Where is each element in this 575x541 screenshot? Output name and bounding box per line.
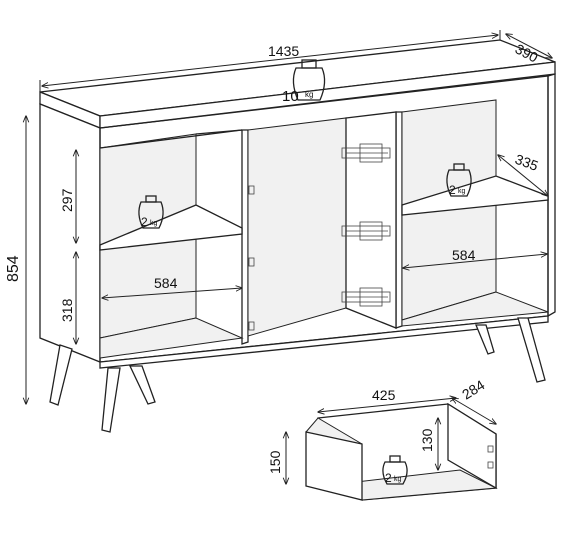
top-load-unit: kg [305,90,313,99]
drawer-depth-label: 284 [459,376,487,402]
left-bottom [99,317,244,359]
top-load-number: 10 [282,88,299,105]
hinges [248,143,391,331]
right-side-panel [547,73,556,318]
right-shelf-weight-icon: 2 kg [446,163,472,197]
depth-dimension-arrow-icon [506,34,552,58]
leg-mid [128,365,156,405]
drawer-front-panel [305,431,363,501]
middle-compartment-back [247,117,347,337]
leg-right-back [475,324,495,355]
middle-door [345,111,397,329]
upper-gap-label: 297 [59,188,75,212]
left-width-arrow-icon [102,288,242,298]
drawer-width-label: 425 [372,387,396,403]
legs [49,317,546,433]
right-width-label: 584 [452,247,476,263]
height-label: 854 [5,255,22,282]
right-shelf-load-number: 2 [449,183,456,197]
hinge-plate-icon [248,257,255,267]
leg-right-front [517,317,546,383]
drawer: 425 284 150 130 [267,376,498,501]
left-shelf-weight-icon: 2 kg [138,195,164,229]
drawer-inner-height-label: 130 [419,428,435,452]
divider-right [395,111,403,329]
left-compartment-top [99,129,243,149]
drawer-height-label: 150 [267,450,283,474]
right-depth-label: 335 [513,151,541,174]
right-depth-arrow-icon [498,155,548,196]
base-rail [99,315,549,369]
hinge-plate-icon [248,185,255,195]
right-bottom [401,291,549,327]
drawer-weight-icon: 2 kg [382,455,408,485]
left-width-label: 584 [154,275,178,291]
lower-gap-label: 318 [59,298,75,322]
top-weight-icon: 10 kg [282,59,326,105]
left-side-panel [39,103,101,363]
dimension-lines: 1435 390 854 297 318 584 584 335 [5,30,552,404]
leg-back-left [101,367,121,433]
right-width-arrow-icon [403,254,547,268]
divider-left [241,129,249,345]
drawer-width-arrow-icon [318,398,456,412]
left-shelf-load-unit: kg [150,220,158,227]
right-shelf-load-unit: kg [458,188,466,195]
drawer-depth-arrow-icon [452,398,496,424]
leg-front-left [49,344,73,406]
drawer-load-unit: kg [394,476,402,483]
hinge-icon [341,143,391,163]
left-shelf [99,204,243,251]
width-label: 1435 [268,43,299,59]
hinge-plate-icon [248,321,255,331]
hinge-icon [341,221,391,241]
left-shelf-load-number: 2 [141,215,148,229]
drawer-load-number: 2 [385,471,392,485]
width-dimension-arrow-icon [42,35,498,86]
hinge-icon [341,287,391,307]
